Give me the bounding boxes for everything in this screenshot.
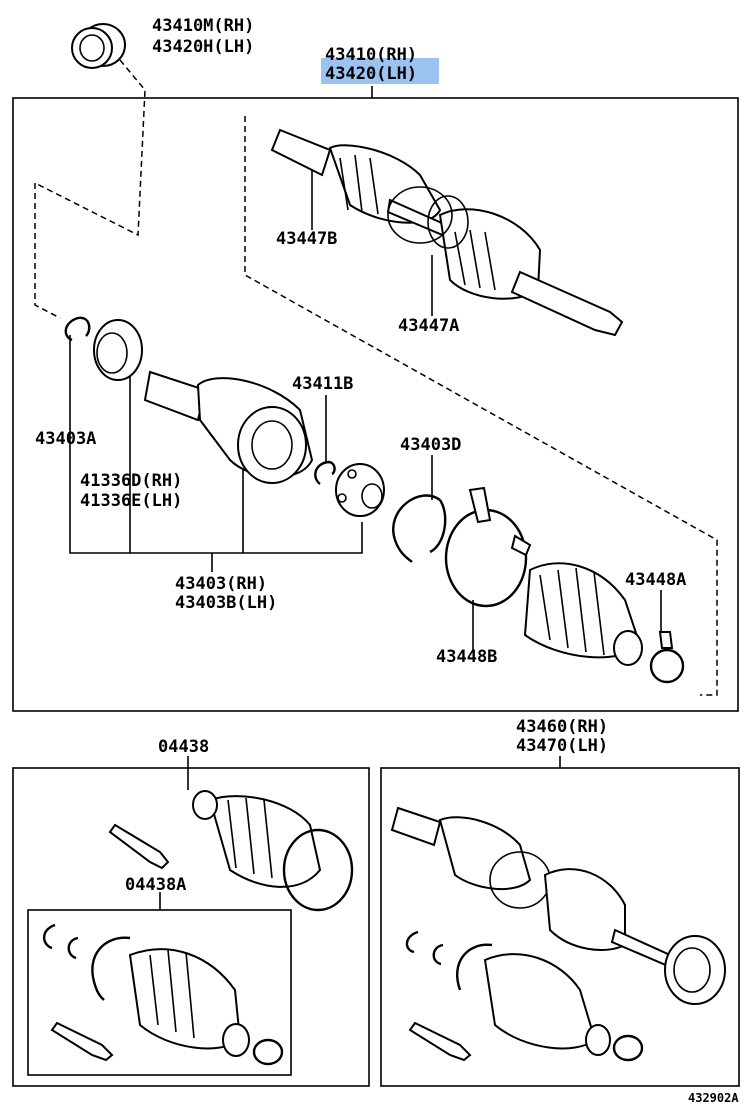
label-41336d: 41336D(RH) (80, 471, 182, 491)
oil-seal-41336d (93, 319, 143, 381)
drive-shaft-assembly-43410 (270, 128, 624, 337)
figure-id: 432902A (688, 1091, 739, 1105)
inner-kit-boot (128, 948, 284, 1066)
outer-joint-dashed-outline (244, 116, 718, 696)
label-43403a: 43403A (35, 429, 96, 449)
label-43447b: 43447B (276, 229, 337, 249)
snap-ring-43403d (392, 494, 447, 563)
label-43403rh: 43403(RH) (175, 574, 267, 594)
boot-kit-outer-boot (192, 790, 354, 912)
circlip-43411b (314, 460, 336, 485)
label-41336e: 41336E(LH) (80, 491, 182, 511)
inner-kit-rings (42, 923, 131, 1001)
dust-seal-dashed-leader (34, 59, 146, 237)
inner-kit-grease-tube (50, 1021, 114, 1062)
label-43410m: 43410M(RH) (152, 16, 254, 36)
label-43411b: 43411B (292, 374, 353, 394)
complete-drive-shaft-43460 (390, 806, 726, 1062)
main-assembly-frame (12, 97, 739, 712)
boot-clamp-43448a (649, 631, 685, 684)
label-04438a: 04438A (125, 875, 186, 895)
label-43448a: 43448A (625, 570, 686, 590)
selected-part-highlight (321, 58, 439, 84)
boot-kit-frame (12, 767, 370, 1087)
boot-clamp-43448b (444, 486, 532, 608)
label-43403blh: 43403B(LH) (175, 593, 277, 613)
dust-seal-43410m (71, 23, 126, 69)
inner-joint-dashed-outline (34, 183, 61, 319)
label-43410: 43410(RH) (325, 45, 417, 65)
label-43447a: 43447A (398, 316, 459, 336)
snap-ring-43403a (64, 316, 91, 342)
label-43403d: 43403D (400, 435, 461, 455)
boot-kit-grease-tube (108, 823, 170, 870)
leader-43403-bracket (69, 335, 363, 572)
label-43448b: 43448B (436, 647, 497, 667)
label-43470: 43470(LH) (516, 736, 608, 756)
label-43420[interactable]: 43420(LH) (325, 64, 417, 84)
inboard-boot (523, 562, 643, 666)
label-43460: 43460(RH) (516, 717, 608, 737)
inboard-joint-tulip-43403 (143, 370, 314, 484)
label-04438: 04438 (158, 737, 209, 757)
tripod-joint (335, 463, 385, 517)
label-43420h: 43420H(LH) (152, 37, 254, 57)
